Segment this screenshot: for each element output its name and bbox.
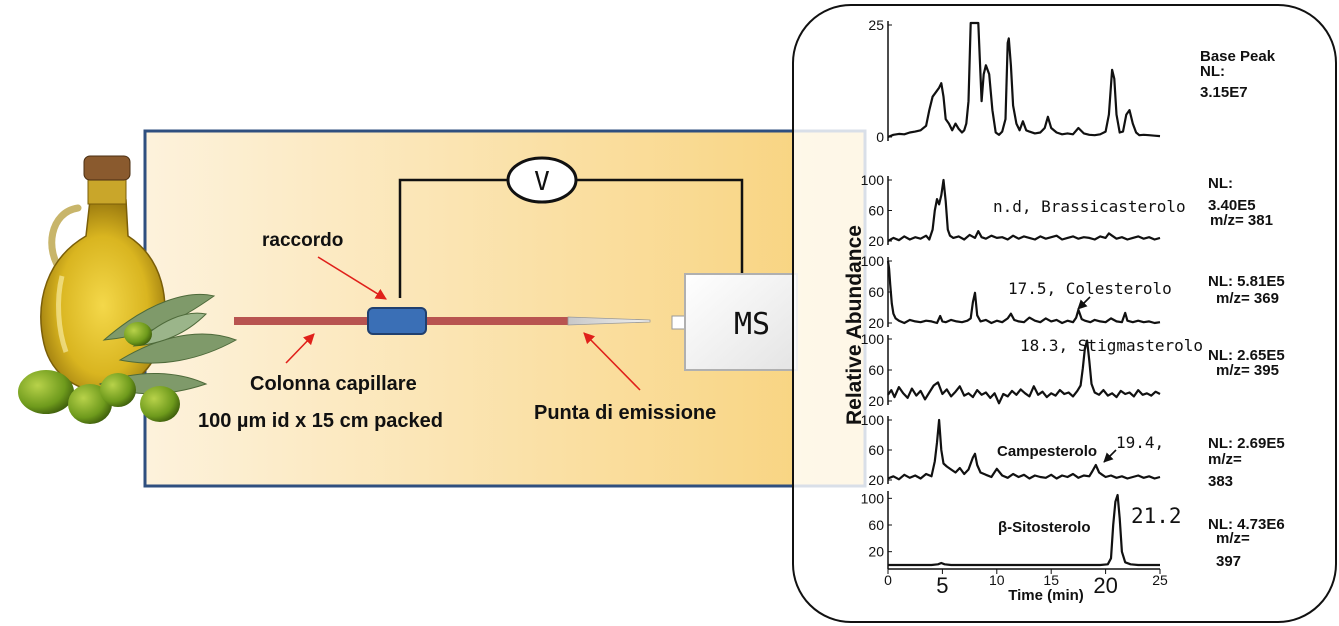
x-tick-label: 25 [1152, 572, 1168, 588]
x-tick-label: 10 [989, 572, 1005, 588]
tip-arrow [583, 332, 641, 391]
voltmeter-symbol: V [534, 167, 550, 197]
brassicasterolo-mz: m/z= 381 [1210, 212, 1273, 229]
column-label: Colonna capillare [250, 373, 417, 395]
y-tick-label: 60 [868, 442, 884, 458]
chromatogram-frame [792, 4, 1337, 623]
trace-base-peak [887, 21, 1161, 139]
y-axis-label: Relative Abundance [843, 225, 866, 425]
y-tick-label: 20 [868, 315, 884, 331]
fitting-arrow [317, 256, 387, 300]
brassicasterolo-nl-label: NL: [1208, 175, 1233, 192]
stigmasterolo-nl: NL: 2.65E5 [1208, 347, 1285, 364]
fitting-connector [367, 307, 427, 335]
y-tick-label: 60 [868, 362, 884, 378]
brassicasterolo-annotation: n.d, Brassicasterolo [993, 197, 1186, 216]
colesterolo-mz: m/z= 369 [1216, 290, 1279, 307]
voltmeter-icon [506, 156, 578, 204]
campesterolo-mz: m/z= [1208, 451, 1242, 468]
y-tick-label: 25 [868, 17, 884, 33]
x-axis-label: Time (min) [1008, 587, 1084, 604]
campesterolo-annotation: Campesterolo [997, 443, 1097, 460]
sitosterolo-annotation: β-Sitosterolo [998, 519, 1091, 536]
campesterolo-mz-value: 383 [1208, 473, 1233, 490]
base-peak-nl-label: NL: [1200, 63, 1225, 80]
trace-brassicasterolo [887, 178, 1161, 242]
trace-colesterolo [886, 260, 1161, 325]
y-tick-label: 60 [868, 517, 884, 533]
column-arrow [285, 333, 315, 364]
trace-campesterolo [887, 418, 1161, 481]
colesterolo-annotation: 17.5, Colesterolo [1008, 279, 1172, 298]
jug-neck [87, 177, 127, 205]
sitosterolo-nl: NL: 4.73E6 [1208, 516, 1285, 533]
stigmasterolo-annotation: 18.3, Stigmasterolo [1020, 336, 1203, 355]
y-tick-label: 0 [876, 129, 884, 145]
campesterolo-rt: 19.4, [1116, 433, 1164, 452]
y-tick-label: 20 [868, 233, 884, 249]
x-tick-label: 5 [936, 573, 948, 598]
circuit-wire [398, 178, 744, 298]
campesterolo-arrow [1103, 449, 1117, 463]
y-tick-label: 100 [861, 172, 885, 188]
y-tick-label: 60 [868, 203, 884, 219]
tip-label: Punta di emissione [534, 402, 716, 424]
trace-stigmasterolo [887, 339, 1161, 405]
base-peak-label: Base Peak [1200, 48, 1276, 65]
y-tick-label: 100 [861, 331, 885, 347]
y-tick-label: 100 [861, 490, 885, 506]
sitosterolo-mz-value: 397 [1216, 553, 1241, 570]
sitosterolo-peak-label: 21.2 [1131, 504, 1182, 528]
ms-label: MS [734, 307, 770, 342]
y-tick-label: 100 [861, 412, 885, 428]
y-tick-label: 60 [868, 284, 884, 300]
chromatogram-labels: Relative Abundance Time (min) Base Peak … [843, 48, 1285, 604]
y-tick-label: 100 [861, 253, 885, 269]
schematic: V MS raccordo Colonna capillare 100 µm i… [143, 129, 867, 488]
base-peak-nl-value: 3.15E7 [1200, 84, 1248, 101]
olive-oil-illustration [18, 155, 238, 424]
colesterolo-nl: NL: 5.81E5 [1208, 273, 1285, 290]
x-tick-label: 15 [1043, 572, 1059, 588]
stigmasterolo-mz: m/z= 395 [1216, 362, 1279, 379]
jug-cork-icon [83, 155, 131, 181]
olives-icon [18, 322, 180, 424]
brassicasterolo-nl-value: 3.40E5 [1208, 197, 1256, 214]
trace-sitosterolo [888, 493, 1160, 567]
x-tick-label: 20 [1093, 573, 1117, 598]
y-tick-label: 20 [868, 472, 884, 488]
campesterolo-nl: NL: 2.69E5 [1208, 435, 1285, 452]
emission-tip [567, 316, 651, 326]
column-spec-label: 100 µm id x 15 cm packed [198, 410, 443, 432]
sitosterolo-mz: m/z= [1216, 530, 1250, 547]
colesterolo-arrow [1077, 296, 1091, 310]
fitting-label: raccordo [262, 230, 343, 251]
y-tick-label: 20 [868, 544, 884, 560]
x-tick-label: 0 [884, 572, 892, 588]
jug-highlight [56, 275, 69, 353]
y-tick-label: 20 [868, 393, 884, 409]
